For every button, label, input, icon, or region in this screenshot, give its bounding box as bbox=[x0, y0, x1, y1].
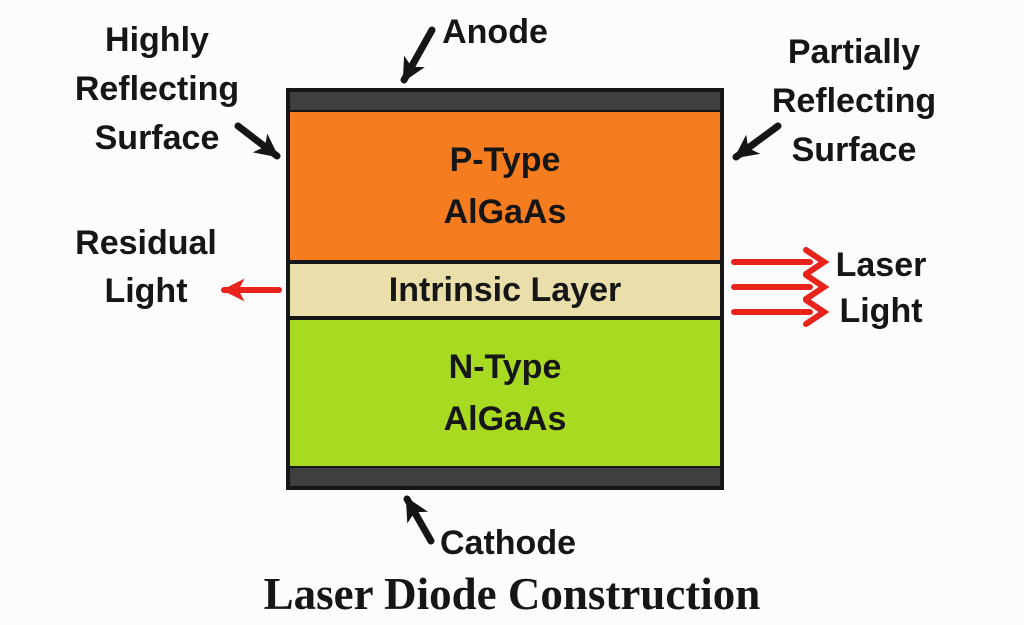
highly-reflecting-arrow bbox=[234, 122, 281, 160]
label-line: Light bbox=[839, 292, 923, 330]
layer-divider bbox=[290, 316, 720, 320]
page-title: Laser Diode Construction bbox=[263, 569, 761, 619]
label-line: Cathode bbox=[440, 524, 576, 562]
laser-light-arrows bbox=[731, 247, 830, 327]
label-line: Light bbox=[104, 272, 188, 310]
highly-reflecting-surface-label: Highly Reflecting Surface bbox=[75, 16, 239, 163]
label-line: Partially bbox=[787, 33, 921, 71]
intrinsic-label: Intrinsic Layer bbox=[388, 271, 622, 309]
label-line: Surface bbox=[791, 131, 917, 169]
label-line: Laser bbox=[835, 246, 927, 284]
layer-divider bbox=[290, 110, 720, 112]
p-type-label-line2: AlGaAs bbox=[443, 193, 567, 231]
p-type-label-line1: P-Type bbox=[449, 141, 561, 179]
layer-divider bbox=[290, 466, 720, 468]
p-type-layer: P-Type AlGaAs bbox=[290, 112, 720, 260]
anode-contact-layer bbox=[290, 92, 720, 110]
label-line: Highly bbox=[105, 21, 209, 59]
intrinsic-layer: Intrinsic Layer bbox=[290, 264, 720, 316]
laser-light-label: Laser Light bbox=[836, 242, 927, 334]
label-line: Reflecting bbox=[74, 70, 240, 108]
residual-light-label: Residual Light bbox=[75, 219, 217, 315]
cathode-arrow bbox=[403, 495, 435, 545]
anode-label: Anode bbox=[442, 12, 548, 52]
label-line: Surface bbox=[94, 119, 220, 157]
cathode-contact-layer bbox=[290, 468, 720, 486]
n-type-layer: N-Type AlGaAs bbox=[290, 320, 720, 466]
label-line: Reflecting bbox=[771, 82, 937, 120]
anode-arrow bbox=[400, 26, 436, 84]
layer-divider bbox=[290, 260, 720, 264]
label-line: Residual bbox=[75, 224, 217, 262]
n-type-label-line1: N-Type bbox=[448, 348, 562, 386]
laser-diode-stack: P-Type AlGaAs Intrinsic Layer N-Type AlG… bbox=[286, 88, 724, 490]
label-line: Anode bbox=[442, 13, 548, 51]
partially-reflecting-surface-label: Partially Reflecting Surface bbox=[772, 28, 936, 175]
n-type-label-line2: AlGaAs bbox=[443, 400, 567, 438]
cathode-label: Cathode bbox=[440, 523, 576, 563]
